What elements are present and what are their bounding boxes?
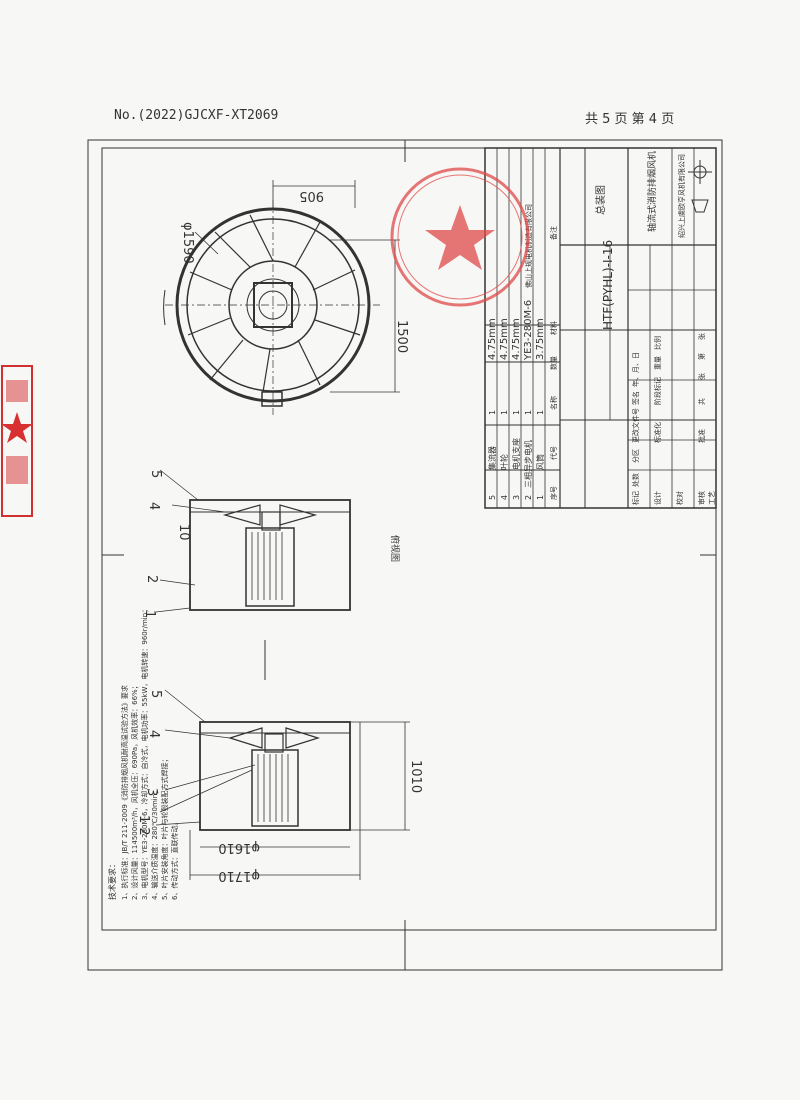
- parts-header-no: 序号: [549, 486, 558, 500]
- sheet-label-0: 共: [697, 398, 706, 405]
- tech-note-1: 1、执行标准：JB/T 211-2009《消防排烟风机耐高温试验方法》要求: [120, 685, 129, 900]
- stage-label-0: 阶段标记: [653, 377, 662, 405]
- dim-905: 905: [299, 188, 324, 203]
- part-4-name: 叶轮: [499, 454, 509, 470]
- part-3-qty: 1: [512, 410, 521, 415]
- part-2-material: YE3-280M-6: [523, 300, 534, 361]
- drawing-type: 总装图: [594, 185, 607, 215]
- company-stamp: [390, 167, 530, 307]
- front-view: [163, 180, 400, 415]
- tech-note-5: 5、叶片安装角度：叶片与轮毂装配方式焊接；: [160, 756, 169, 900]
- leader-1-upper: 1: [142, 610, 157, 618]
- dim-1590: φ1590: [180, 222, 195, 264]
- leader-4-lower: 4: [146, 730, 161, 738]
- col-label-2: 分区: [631, 449, 640, 463]
- part-4-material: 4.75mm: [499, 318, 510, 360]
- sheet-label-3: 张: [697, 333, 706, 340]
- inner-border: [101, 147, 717, 931]
- part-1-material: 3.75mm: [535, 318, 546, 360]
- col-label-3: 更改文件号: [631, 408, 640, 443]
- product-name: 轴流式消防排烟风机: [646, 151, 658, 232]
- leader-5-lower: 5: [148, 690, 163, 698]
- parts-header-code: 代号: [549, 446, 558, 460]
- part-1-qty: 1: [536, 410, 545, 415]
- drawing-number: HTF(PYHL)-I-16: [601, 240, 615, 330]
- page-count: 共 5 页 第 4 页: [585, 112, 675, 127]
- role-standardization: 标准化: [653, 422, 662, 443]
- parts-header-material: 材料: [549, 321, 558, 335]
- part-5-material: 4.75mm: [487, 318, 498, 360]
- tech-note-3: 3、电机型号：YE3-280M-6，冷却方式：自冷式，电机功率：55kW，电机转…: [140, 606, 149, 900]
- col-label-4: 签名: [631, 391, 640, 405]
- role-process: 工艺: [708, 491, 716, 505]
- role-approve: 批准: [697, 429, 706, 443]
- dim-1500: 1500: [394, 320, 409, 353]
- part-3-name: 电机支座: [511, 438, 521, 470]
- leader-4-upper: 4: [146, 502, 161, 510]
- leader-12-lower: 1 2: [136, 815, 151, 836]
- tech-note-2: 2、设计风量：114500m³/h，风机全压：690Pa，风机效率：66%；: [130, 682, 139, 900]
- part-4-no: 4: [500, 495, 509, 500]
- company-name: 绍兴上虞欧亨风机有限公司: [677, 154, 686, 238]
- part-1-no: 1: [536, 495, 545, 500]
- parts-header-name: 名称: [549, 396, 558, 410]
- dim-1710: φ1710: [218, 868, 260, 883]
- part-2-no: 2: [524, 495, 533, 500]
- part-5-name: 集流器: [487, 446, 497, 470]
- stage-label-2: 比例: [653, 336, 662, 350]
- dim-1010: 1010: [408, 760, 423, 793]
- sheet-label-1: 张: [697, 373, 706, 380]
- side-view-lower: [155, 689, 410, 880]
- part-5-no: 5: [488, 495, 497, 500]
- sheet-label-2: 第: [697, 353, 706, 360]
- edge-stamp-fragment: [1, 365, 33, 517]
- tech-note-0: 技术要求：: [107, 860, 117, 900]
- col-label-0: 标记: [631, 491, 640, 505]
- part-2-name: 三相异步电机: [523, 440, 533, 488]
- role-review: 审核: [697, 491, 706, 505]
- side-view-upper: [155, 469, 351, 680]
- leader-5-upper: 5: [148, 470, 163, 478]
- col-label-1: 处数: [631, 473, 640, 487]
- part-5-qty: 1: [488, 410, 497, 415]
- outer-border: [87, 139, 723, 971]
- role-design: 设计: [653, 491, 662, 505]
- projection-symbol: [688, 160, 712, 213]
- stage-label-1: 重量: [654, 356, 662, 370]
- role-check: 校对: [675, 491, 684, 505]
- part-3-material: 4.75mm: [511, 318, 522, 360]
- dim-1610: φ1610: [218, 840, 260, 855]
- parts-header-qty: 数量: [549, 356, 558, 370]
- part-2-qty: 1: [524, 410, 533, 415]
- col-label-5: 年、月、日: [631, 352, 640, 387]
- leader-2-upper: 2: [144, 575, 159, 583]
- parts-header-remark: 备注: [549, 226, 558, 240]
- part-1-name: 风筒: [535, 454, 545, 470]
- document-number: No.(2022)GJCXF-XT2069: [114, 108, 279, 123]
- tech-note-6: 6、传动方式：直联传动。: [170, 819, 179, 900]
- part-4-qty: 1: [500, 410, 509, 415]
- tech-note-4: 4、输送介质温度：280℃/30min；: [150, 787, 159, 900]
- leader-3-lower: 3: [144, 788, 159, 796]
- gap-10: 10: [176, 524, 191, 541]
- side-view-label: 俯视图: [389, 535, 401, 562]
- part-3-no: 3: [512, 495, 521, 500]
- technical-notes: 技术要求： 1、执行标准：JB/T 211-2009《消防排烟风机耐高温试验方法…: [107, 606, 179, 900]
- title-block: [484, 147, 717, 509]
